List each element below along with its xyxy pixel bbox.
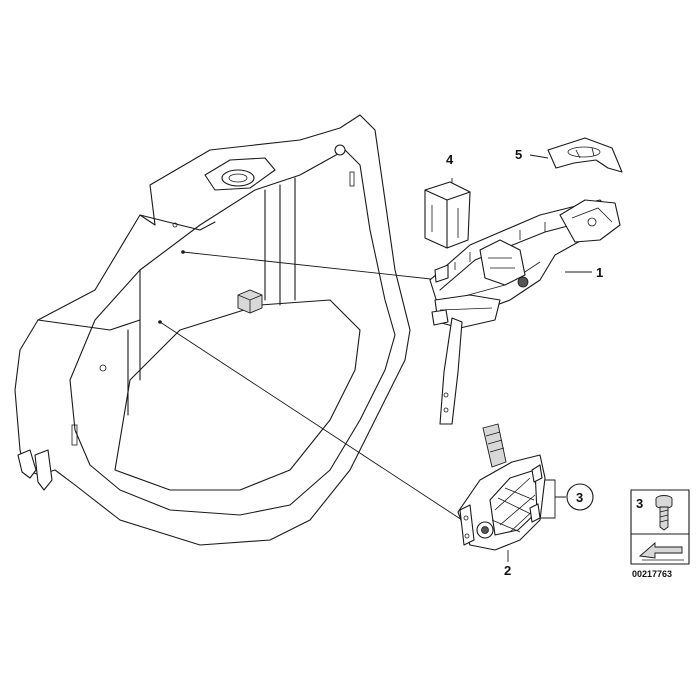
legend-item-number: 3 <box>636 496 643 511</box>
callout-2: 2 <box>504 563 511 578</box>
callout-3-circle <box>566 483 594 511</box>
part-2-lower-bracket <box>457 423 546 551</box>
screw-icon <box>655 495 673 531</box>
part-4-cover <box>424 181 471 249</box>
callout-3: 3 <box>576 490 583 505</box>
diagram-code: 00217763 <box>632 569 672 579</box>
callout-4: 4 <box>446 152 454 167</box>
callout-1: 1 <box>596 265 603 280</box>
direction-arrow-icon <box>638 542 684 561</box>
callout-5: 5 <box>515 147 522 162</box>
part-1-bracket-assembly <box>429 199 621 425</box>
part-5-top-cover <box>547 137 623 173</box>
legend-box: 3 00217763 <box>630 489 690 579</box>
callouts: 1 2 3 4 5 <box>446 147 603 578</box>
housing-trim-panel <box>14 114 411 546</box>
